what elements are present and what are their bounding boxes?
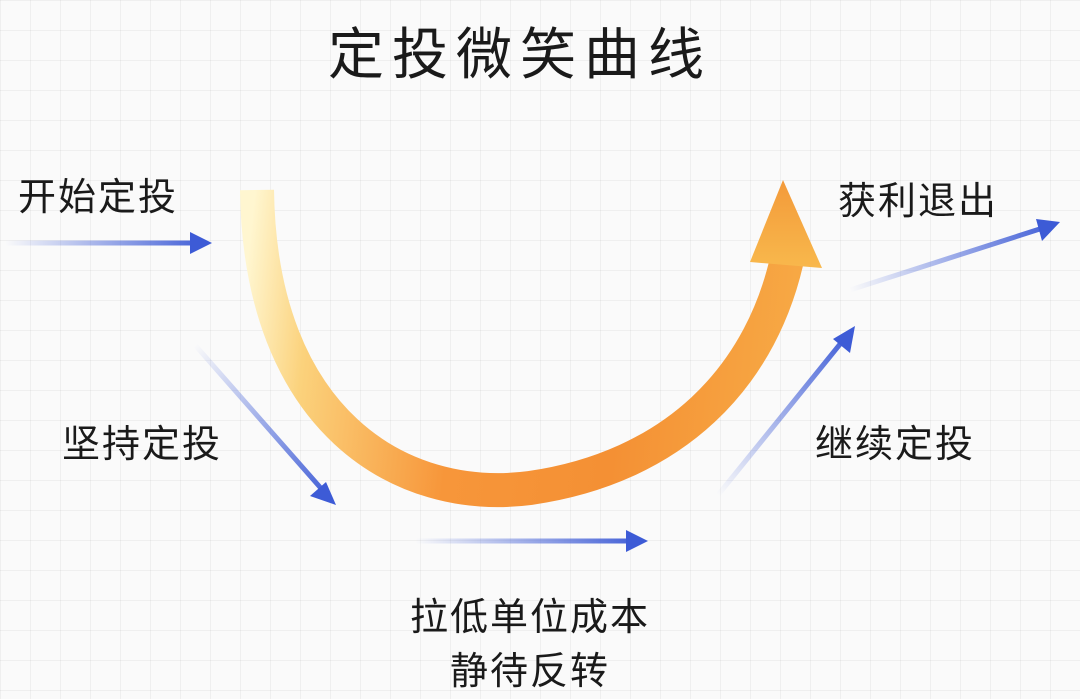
smile-curve [240, 189, 807, 508]
label-wait-for-reversal: 静待反转 [449, 649, 610, 693]
arrow-exit [847, 219, 1060, 293]
label-lower-unit-cost: 拉低单位成本 [409, 595, 650, 639]
arrow-start [2, 232, 212, 254]
arrow-hold [192, 342, 336, 505]
label-take-profit-exit: 获利退出 [838, 179, 999, 223]
label-continue-investing: 继续定投 [815, 422, 976, 466]
label-keep-investing: 坚持定投 [62, 422, 223, 466]
page-title: 定投微笑曲线 [328, 23, 712, 88]
arrow-bottom [412, 530, 648, 552]
label-bottom-group: 拉低单位成本 静待反转 [370, 598, 690, 690]
label-start-investing: 开始定投 [18, 175, 179, 219]
arrow-continue [715, 326, 855, 498]
smile-curve-arrowhead [750, 180, 822, 268]
